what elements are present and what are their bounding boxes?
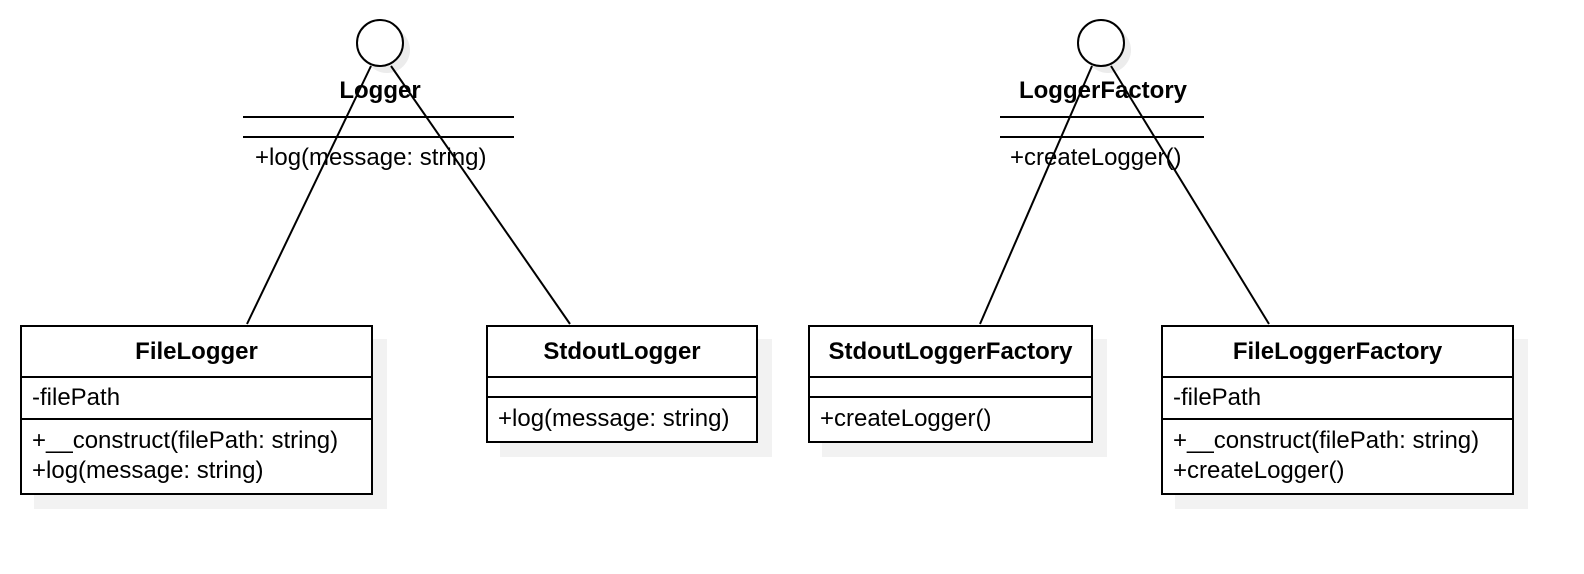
class-methods: +__construct(filePath: string) +log(mess… <box>22 420 371 493</box>
method: +__construct(filePath: string) <box>1173 427 1480 454</box>
class-methods: +__construct(filePath: string) +createLo… <box>1163 420 1512 493</box>
method: +createLogger() <box>820 405 992 432</box>
realization-stdoutlogger-logger <box>390 65 571 325</box>
class-filelogger: FileLogger -filePath +__construct(filePa… <box>20 325 373 495</box>
class-attributes: -filePath <box>1163 378 1512 420</box>
class-attributes: -filePath <box>22 378 371 420</box>
class-stdoutloggerfactory: StdoutLoggerFactory +createLogger() <box>808 325 1093 443</box>
class-attributes <box>810 378 1091 398</box>
method: +createLogger() <box>1173 457 1345 484</box>
method: +__construct(filePath: string) <box>32 427 339 454</box>
loggerfactory-interface-method: +createLogger() <box>1010 144 1182 171</box>
realization-filelogger-logger <box>246 65 372 325</box>
loggerfactory-interface-name: LoggerFactory <box>1018 77 1188 104</box>
realization-fileloggerfactory-loggerfactory <box>1110 65 1270 325</box>
method: +log(message: string) <box>32 457 264 484</box>
class-fileloggerfactory: FileLoggerFactory -filePath +__construct… <box>1161 325 1514 495</box>
class-methods: +createLogger() <box>810 398 1091 441</box>
class-stdoutlogger: StdoutLogger +log(message: string) <box>486 325 758 443</box>
attribute: -filePath <box>32 384 121 411</box>
logger-interface-method: +log(message: string) <box>255 144 487 171</box>
class-name: StdoutLogger <box>488 327 756 378</box>
logger-lollipop-icon <box>356 19 404 67</box>
class-attributes <box>488 378 756 398</box>
loggerfactory-lollipop-icon <box>1077 19 1125 67</box>
class-name: StdoutLoggerFactory <box>810 327 1091 378</box>
method: +log(message: string) <box>498 405 730 432</box>
logger-interface-name: Logger <box>339 77 421 104</box>
class-methods: +log(message: string) <box>488 398 756 441</box>
attribute: -filePath <box>1173 384 1262 411</box>
realization-stdoutloggerfactory-loggerfactory <box>979 65 1093 325</box>
class-name: FileLoggerFactory <box>1163 327 1512 378</box>
class-name: FileLogger <box>22 327 371 378</box>
